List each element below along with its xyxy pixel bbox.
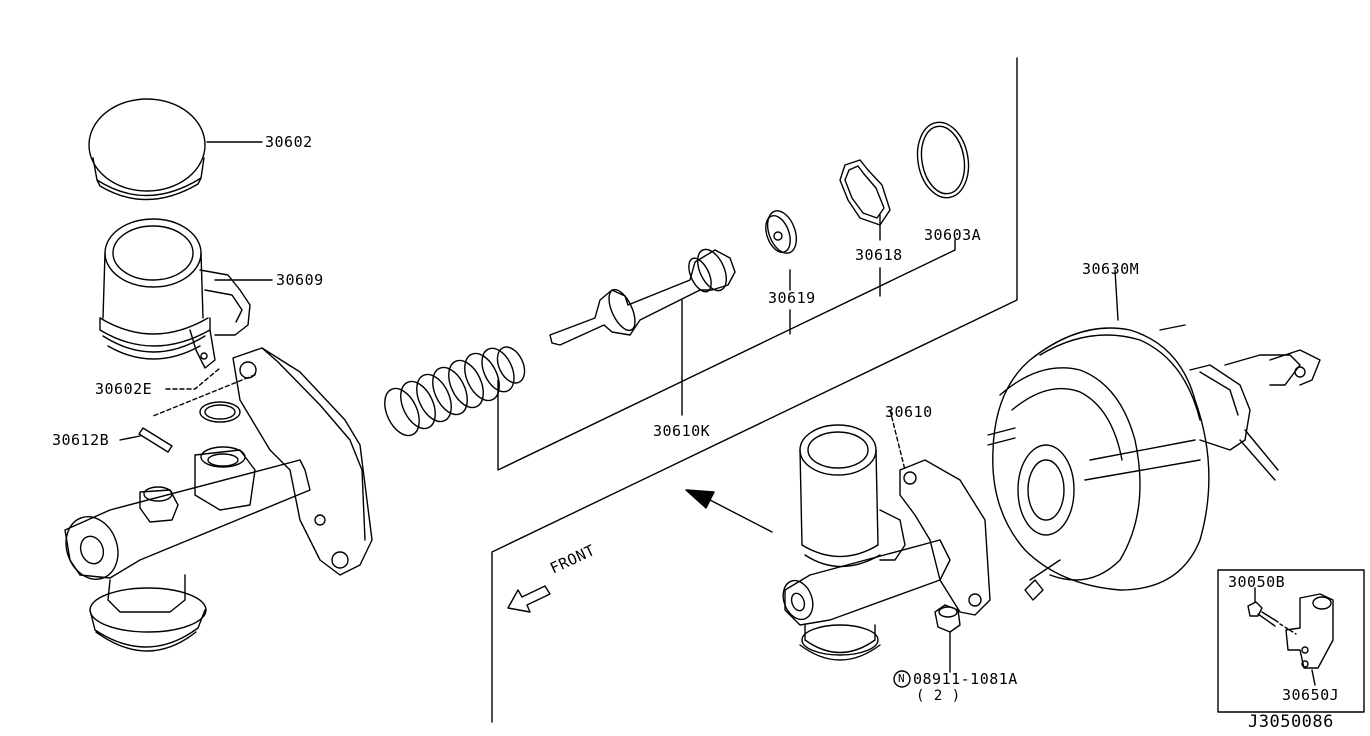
o-ring-30603A xyxy=(916,121,970,199)
diagram-id: J3050086 xyxy=(1248,712,1334,732)
front-direction-arrow xyxy=(507,585,551,613)
group-frame-lines xyxy=(491,57,1018,723)
master-cylinder-right xyxy=(782,409,991,661)
seal-30602E xyxy=(153,367,257,423)
label-30630M: 30630M xyxy=(1082,260,1140,278)
label-30618: 30618 xyxy=(855,246,903,264)
pin-30612B xyxy=(119,427,173,453)
label-08911-1081A: 08911-1081A xyxy=(913,670,1018,688)
inset-detail-box xyxy=(1217,569,1365,713)
label-30610K: 30610K xyxy=(653,422,711,440)
label-08911-qty: ( 2 ) xyxy=(916,688,961,704)
assembly-arrow xyxy=(685,489,773,533)
washer-30619 xyxy=(765,210,798,254)
label-30603A: 30603A xyxy=(924,226,982,244)
label-30619: 30619 xyxy=(768,289,816,307)
master-cylinder-left xyxy=(64,347,373,652)
label-30612B: 30612B xyxy=(52,431,110,449)
reservoir-cap-30602 xyxy=(88,98,263,201)
reservoir-30609 xyxy=(99,218,273,369)
piston-30610K xyxy=(549,248,736,346)
label-30609: 30609 xyxy=(276,271,324,289)
label-30602: 30602 xyxy=(265,133,313,151)
nut-symbol: N xyxy=(898,672,906,685)
brake-booster-30630M xyxy=(987,269,1321,601)
nut-symbol-circle xyxy=(893,670,911,688)
label-30602E: 30602E xyxy=(95,380,153,398)
nut-08911-1081A xyxy=(934,604,961,673)
gasket-30618 xyxy=(839,159,891,226)
label-30610: 30610 xyxy=(885,403,933,421)
return-spring xyxy=(384,346,526,437)
label-30050B: 30050B xyxy=(1228,573,1286,591)
label-30650J: 30650J xyxy=(1282,686,1340,704)
